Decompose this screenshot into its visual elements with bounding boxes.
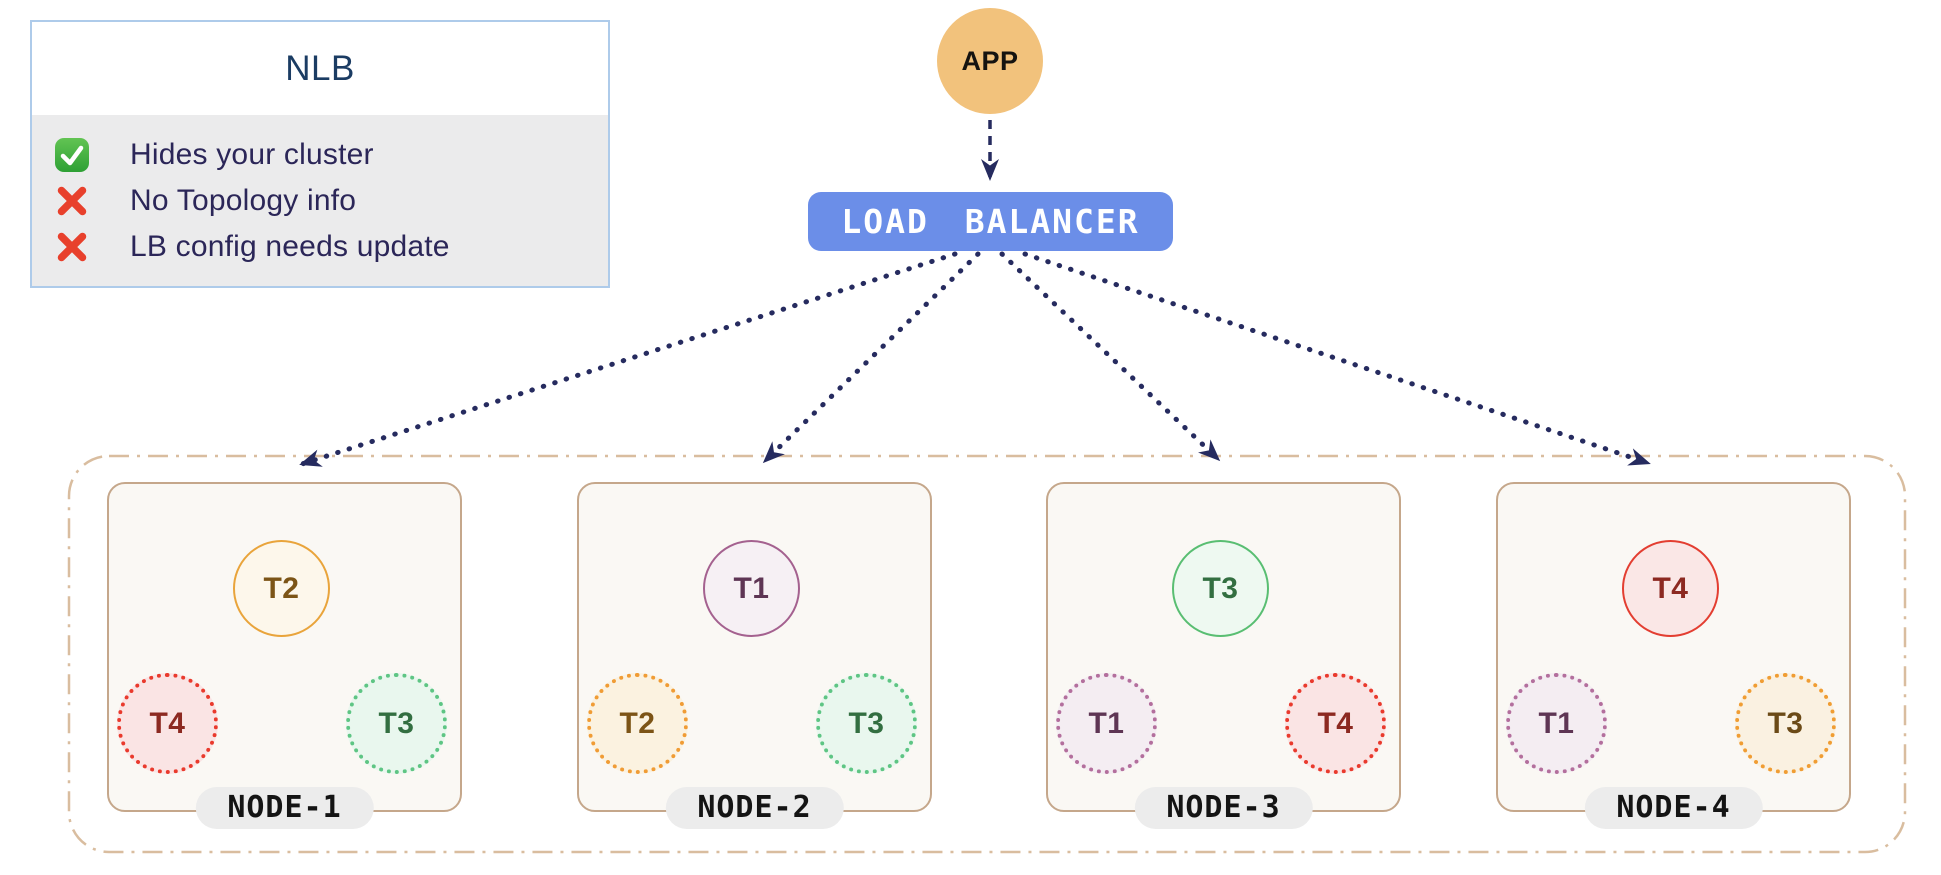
pod-label: T3	[1767, 706, 1804, 740]
node-box: T2 T4 T3 NODE-1	[107, 482, 462, 829]
pod-circle: T4	[1285, 673, 1386, 774]
legend-item-text: Hides your cluster	[130, 137, 374, 171]
node-box: T3 T1 T4 NODE-3	[1046, 482, 1401, 829]
pod-circle: T1	[1506, 673, 1607, 774]
node-box: T1 T2 T3 NODE-2	[577, 482, 932, 829]
legend-item-text: No Topology info	[130, 183, 357, 217]
pod-circle: T1	[703, 540, 800, 637]
pod-circle: T1	[1056, 673, 1157, 774]
node-name-pill: NODE-3	[1134, 787, 1313, 829]
pod-circle: T4	[117, 673, 218, 774]
pod-circle: T2	[233, 540, 330, 637]
node-name-pill: NODE-2	[665, 787, 844, 829]
legend-body: Hides your cluster No Topology info LB c…	[32, 115, 608, 286]
pod-circle: T3	[346, 673, 447, 774]
pod-label: T4	[1317, 706, 1354, 740]
arrow-lb-to-node-2	[762, 251, 981, 464]
node-name-pill: NODE-1	[195, 787, 374, 829]
pod-circle: T3	[1172, 540, 1269, 637]
cross-icon	[54, 183, 90, 219]
pod-circle: T2	[587, 673, 688, 774]
pod-label: T2	[619, 706, 656, 740]
pod-circle: T3	[1735, 673, 1836, 774]
app-node: APP	[937, 8, 1043, 114]
pod-circle: T3	[816, 673, 917, 774]
load-balancer-box: LOAD BALANCER	[808, 192, 1173, 251]
arrow-lb-to-node-4	[1022, 251, 1651, 466]
arrow-lb-to-node-3	[999, 251, 1221, 462]
check-icon	[54, 137, 90, 173]
pod-label: T2	[263, 571, 300, 605]
node-box: T4 T1 T3 NODE-4	[1496, 482, 1851, 829]
pod-label: T4	[1652, 571, 1689, 605]
legend-title: NLB	[285, 48, 355, 88]
cross-icon	[54, 229, 90, 265]
pod-label: T3	[378, 706, 415, 740]
pod-circle: T4	[1622, 540, 1719, 637]
pod-label: T3	[848, 706, 885, 740]
pod-label: T1	[1538, 706, 1575, 740]
load-balancer-label: LOAD BALANCER	[841, 202, 1140, 241]
pod-label: T1	[733, 571, 770, 605]
legend-item-text: LB config needs update	[130, 229, 450, 263]
node-name-pill: NODE-4	[1584, 787, 1763, 829]
pod-label: T4	[149, 706, 186, 740]
legend-item: Hides your cluster	[32, 133, 608, 177]
pod-label: T3	[1202, 571, 1239, 605]
legend-card: NLB Hides your cluster No Topology info …	[30, 20, 610, 288]
legend-item: LB config needs update	[32, 225, 608, 269]
legend-item: No Topology info	[32, 179, 608, 223]
app-label: APP	[961, 45, 1019, 76]
pod-label: T1	[1088, 706, 1125, 740]
